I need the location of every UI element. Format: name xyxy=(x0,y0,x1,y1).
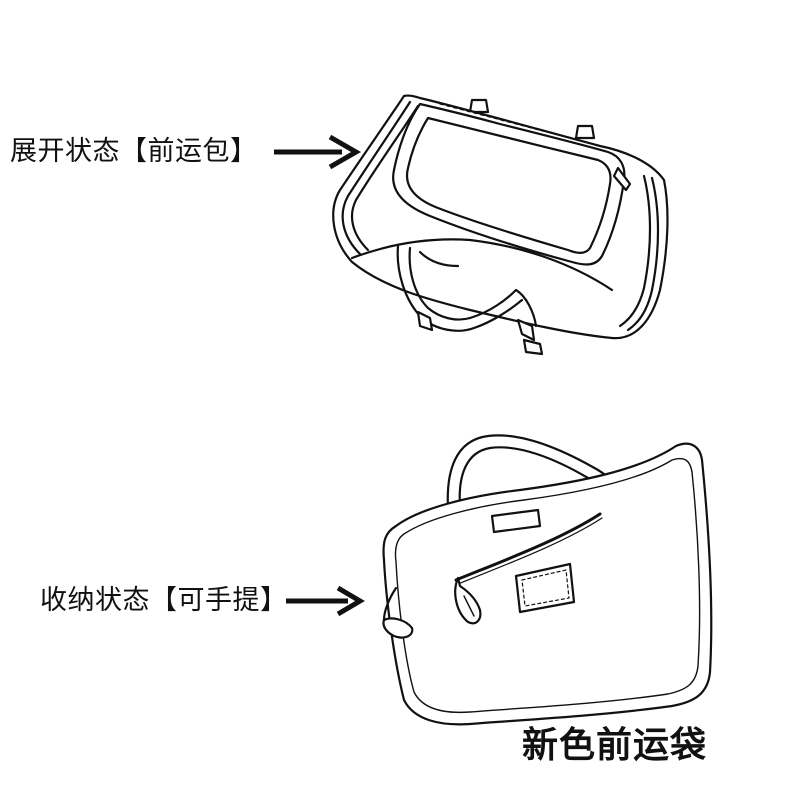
arrow-right-icon xyxy=(286,585,365,617)
duffel-bag-illustration xyxy=(332,94,669,356)
folded-state-label: 收纳状态【可手提】 xyxy=(40,585,288,616)
arrow-right-icon xyxy=(274,134,362,170)
expanded-state-label: 展开状态【前运包】 xyxy=(10,136,258,167)
folded-handbag-illustration xyxy=(382,434,713,726)
product-title: 新色前运袋 xyxy=(522,725,708,766)
